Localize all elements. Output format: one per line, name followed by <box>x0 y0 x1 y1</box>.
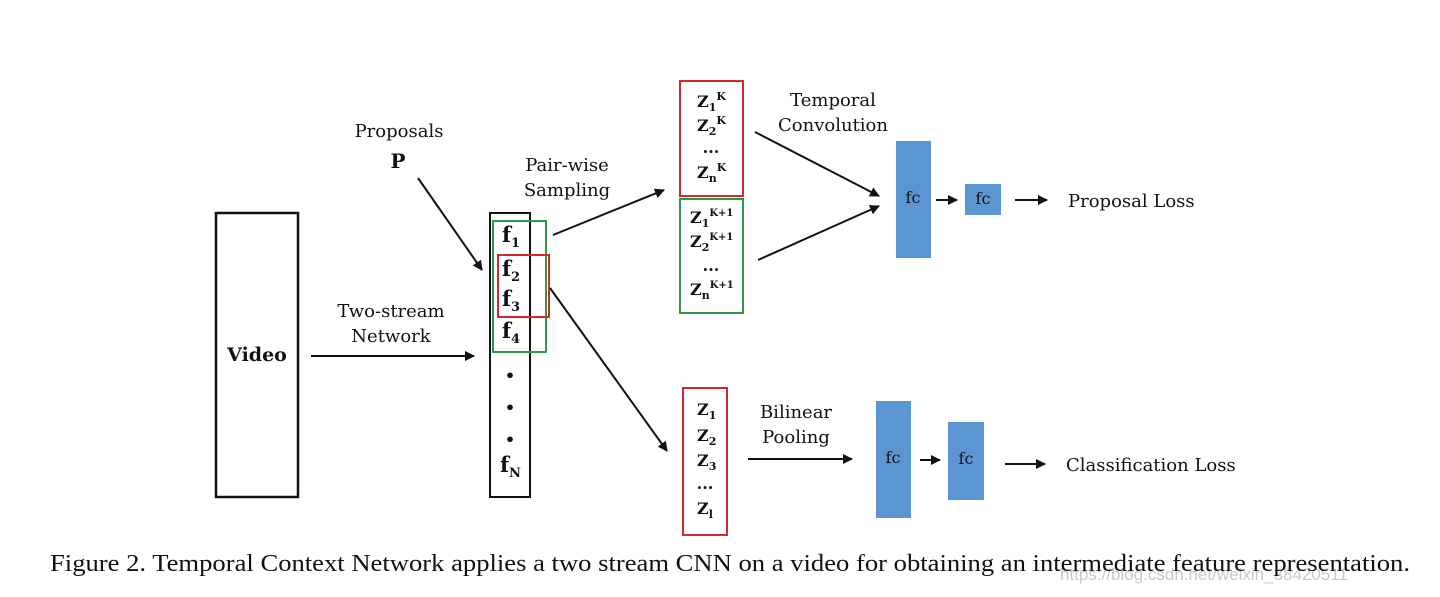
zk-row-1: Z1K <box>697 90 726 114</box>
fc-label-upper-1: fc <box>906 188 921 207</box>
temporal-arrow-lower <box>757 205 880 261</box>
z-cls-row-1: Z1 <box>697 400 716 422</box>
fc-block-upper-2 <box>965 184 1001 215</box>
z-cls-ellipsis: ... <box>697 474 714 493</box>
temporal-label-line1: Temporal <box>790 90 876 111</box>
svg-text:Z2K+1: Z2K+1 <box>690 232 733 254</box>
svg-text:Z1K+1: Z1K+1 <box>690 208 733 230</box>
z-cls-row-3: Z3 <box>697 451 716 473</box>
video-box <box>214 211 300 499</box>
watermark: https://blog.csdn.net/weixin_38420511 <box>1060 565 1348 584</box>
z-cls-row-2: Z2 <box>697 426 716 448</box>
feature-dot-3: • <box>505 430 515 449</box>
feature-f2: f2 <box>502 256 520 285</box>
green-feature-window <box>492 220 547 353</box>
bilinear-label-line1: Bilinear <box>760 402 832 423</box>
svg-text:Zl: Zl <box>697 499 713 521</box>
proposals-symbol: P <box>390 149 405 173</box>
fc-block-upper-1 <box>896 141 931 258</box>
pairwise-label-line1: Pair-wise <box>525 155 609 176</box>
svg-text:Z2: Z2 <box>697 426 716 448</box>
proposals-arrow <box>417 177 483 271</box>
svg-text:f2: f2 <box>502 256 520 285</box>
temporal-label-line2: Convolution <box>778 115 888 136</box>
features-to-classification-arrow <box>549 287 668 452</box>
figure-caption: Figure 2. Temporal Context Network appli… <box>50 551 1410 577</box>
feature-column <box>489 212 531 498</box>
two-stream-label-line1: Two-stream <box>337 301 444 322</box>
classification-loss-label: Classification Loss <box>1066 455 1236 476</box>
fc-label-upper-2: fc <box>976 189 991 208</box>
feature-fN: fN <box>500 452 521 481</box>
red-feature-window <box>497 254 550 318</box>
fc-label-lower-2: fc <box>959 449 974 468</box>
feature-dot-2: • <box>505 398 515 417</box>
zk1-box <box>679 198 744 314</box>
zk-ellipsis: ... <box>703 138 720 157</box>
proposals-label: Proposals <box>355 121 444 142</box>
fc-block-lower-2 <box>948 422 984 500</box>
zk-row-n: ZnK <box>697 161 727 185</box>
svg-text:ZnK+1: ZnK+1 <box>690 280 734 302</box>
zk1-row-1: Z1K+1 <box>690 208 733 230</box>
svg-text:f4: f4 <box>502 318 520 347</box>
zk1-row-n: ZnK+1 <box>690 280 734 302</box>
svg-text:fN: fN <box>500 452 521 481</box>
video-label: Video <box>226 344 287 366</box>
svg-text:Z1: Z1 <box>697 400 716 422</box>
fc-block-lower-1 <box>876 401 911 518</box>
feature-f1: f1 <box>502 222 520 251</box>
svg-text:Z2K: Z2K <box>697 114 726 138</box>
svg-text:ZnK: ZnK <box>697 161 727 185</box>
temporal-arrow-upper <box>754 131 880 197</box>
zk1-row-2: Z2K+1 <box>690 232 733 254</box>
pairwise-arrow <box>552 188 665 236</box>
feature-dot-1: • <box>505 366 515 385</box>
fc-label-lower-1: fc <box>886 448 901 467</box>
svg-text:f1: f1 <box>502 222 520 251</box>
zk-box <box>679 80 744 197</box>
svg-text:Z1K: Z1K <box>697 90 726 114</box>
svg-text:f3: f3 <box>502 286 520 315</box>
zk1-ellipsis: ... <box>703 256 720 275</box>
proposal-loss-label: Proposal Loss <box>1068 191 1195 212</box>
two-stream-label-line2: Network <box>351 326 431 347</box>
zk-row-2: Z2K <box>697 114 726 138</box>
feature-f3: f3 <box>502 286 520 315</box>
feature-f4: f4 <box>502 318 520 347</box>
pairwise-label-line2: Sampling <box>524 180 610 201</box>
z-cls-row-l: Zl <box>697 499 713 521</box>
z-cls-box <box>682 387 728 536</box>
bilinear-label-line2: Pooling <box>762 427 830 448</box>
svg-text:Z3: Z3 <box>697 451 716 473</box>
